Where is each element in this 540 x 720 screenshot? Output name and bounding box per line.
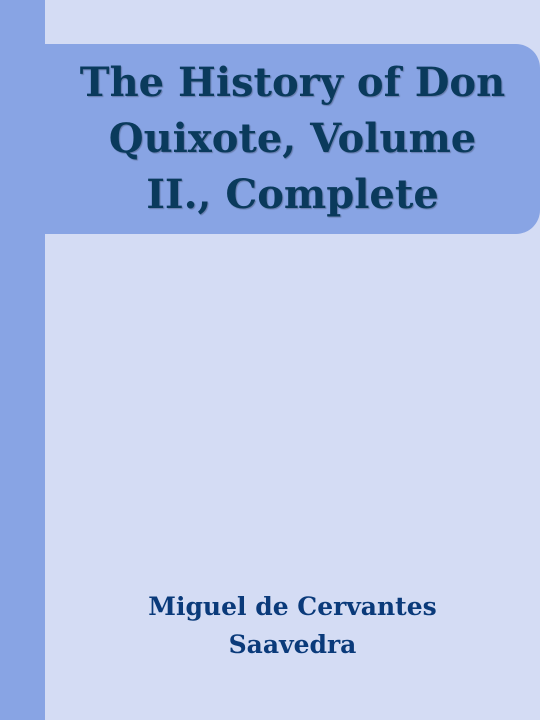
author-line-1: Miguel de Cervantes [148,592,437,621]
title-line-3: II., Complete [146,171,439,218]
author-line-2: Saavedra [228,630,357,659]
title-line-2: Quixote, Volume [108,115,477,162]
title-line-1: The History of Don [79,59,506,106]
cover-spine-stripe [0,0,45,720]
book-title: The History of Don Quixote, Volume II., … [80,55,505,223]
title-band: The History of Don Quixote, Volume II., … [45,44,540,234]
book-author: Miguel de Cervantes Saavedra [45,588,540,664]
